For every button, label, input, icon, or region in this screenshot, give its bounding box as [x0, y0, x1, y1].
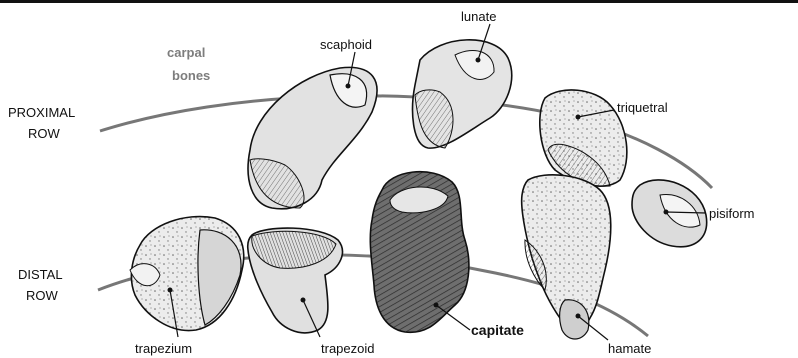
trapezium-bone — [130, 217, 244, 331]
lunate-bone — [413, 40, 512, 148]
pisiform-bone — [632, 180, 707, 247]
triquetral-label: triquetral — [617, 100, 668, 115]
capitate-label: capitate — [471, 322, 524, 338]
trapezoid-label: trapezoid — [321, 341, 374, 356]
distal-row-label-line1: DISTAL — [18, 267, 63, 282]
scaphoid-label: scaphoid — [320, 37, 372, 52]
group-label-line2: bones — [172, 68, 210, 83]
trapezoid-bone — [248, 228, 343, 333]
group-label-line1: carpal — [167, 45, 205, 60]
hamate-label: hamate — [608, 341, 651, 356]
triquetral-bone — [540, 90, 627, 186]
pisiform-label: pisiform — [709, 206, 755, 221]
distal-row-label-line2: ROW — [26, 288, 59, 303]
proximal-row-label-line1: PROXIMAL — [8, 105, 75, 120]
capitate-bone — [370, 172, 469, 333]
scaphoid-bone — [248, 67, 377, 208]
hamate-bone — [522, 175, 611, 339]
lunate-label: lunate — [461, 9, 496, 24]
trapezium-label: trapezium — [135, 341, 192, 356]
proximal-row-label-line2: ROW — [28, 126, 61, 141]
